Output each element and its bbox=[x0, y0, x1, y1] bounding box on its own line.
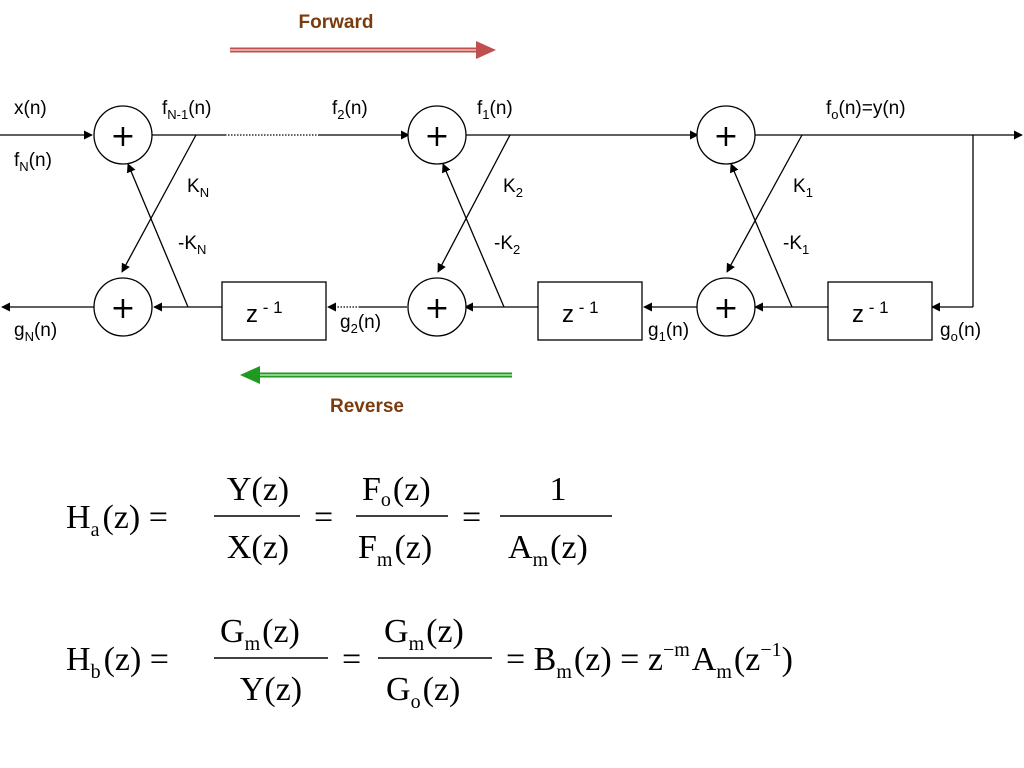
plus-icon: + bbox=[713, 119, 738, 154]
reverse-label: Reverse bbox=[330, 396, 404, 417]
signal-g-o: go(n) bbox=[940, 320, 981, 344]
plus-icon: + bbox=[110, 119, 135, 154]
forward-label: Forward bbox=[299, 12, 374, 33]
coef-minus-k-n: -KN bbox=[178, 233, 206, 257]
adder-top-n: + bbox=[93, 105, 153, 165]
hb-fraction2-numerator: Gm(z) bbox=[384, 613, 464, 655]
coef-k-n: KN bbox=[187, 176, 209, 200]
adder-top-1: + bbox=[696, 105, 756, 165]
adder-bottom-n: + bbox=[93, 277, 153, 337]
coef-minus-k-2: -K2 bbox=[494, 233, 520, 257]
hb-fraction1-denominator: Y(z) bbox=[240, 671, 302, 708]
plus-icon: + bbox=[110, 291, 135, 326]
ha-equals-2: = bbox=[462, 499, 481, 536]
plus-icon: + bbox=[424, 291, 449, 326]
signal-g-n: gN(n) bbox=[14, 320, 57, 344]
signal-g-2: g2(n) bbox=[340, 312, 381, 336]
signal-g-1: g1(n) bbox=[648, 320, 689, 344]
plus-icon: + bbox=[713, 291, 738, 326]
hb-lhs: Hb(z) = bbox=[66, 641, 169, 683]
coef-k-2: K2 bbox=[503, 176, 523, 200]
ha-fraction1-numerator: Y(z) bbox=[227, 471, 289, 508]
hb-fraction2-denominator: Go(z) bbox=[386, 671, 460, 713]
svg-text:z - 1: z - 1 bbox=[562, 298, 599, 328]
signal-x-input: x(n) bbox=[14, 98, 47, 119]
cross-coupling-lines bbox=[121, 134, 803, 308]
ha-fraction3-denominator: Am(z) bbox=[508, 529, 588, 571]
signal-f-o-output: fo(n)=y(n) bbox=[826, 98, 906, 122]
forward-arrow-icon bbox=[230, 41, 496, 59]
ha-lhs: Ha(z) = bbox=[66, 499, 168, 541]
equation-ha: Ha(z) = Y(z) X(z) = Fo(z) Fm(z) = 1 Am(z… bbox=[66, 471, 612, 571]
delay-block-1: z - 1 bbox=[827, 281, 933, 341]
hb-rhs: = Bm(z) = z−mAm(z−1) bbox=[506, 639, 793, 683]
plus-icon: + bbox=[424, 119, 449, 154]
ha-fraction2-numerator: Fo(z) bbox=[362, 471, 431, 511]
reverse-arrow-icon bbox=[240, 366, 512, 384]
svg-text:z - 1: z - 1 bbox=[246, 298, 283, 328]
adder-bottom-2: + bbox=[407, 277, 467, 337]
ha-fraction2-denominator: Fm(z) bbox=[358, 529, 432, 571]
delay-block-n: z - 1 bbox=[221, 281, 327, 341]
ha-fraction3-numerator: 1 bbox=[550, 471, 567, 508]
coef-minus-k-1: -K1 bbox=[783, 233, 809, 257]
adder-top-2: + bbox=[407, 105, 467, 165]
coef-k-1: K1 bbox=[793, 176, 813, 200]
forward-path bbox=[0, 130, 1023, 312]
delay-block-2: z - 1 bbox=[537, 281, 643, 341]
ha-equals-1: = bbox=[314, 499, 333, 536]
signal-f-n: fN(n) bbox=[14, 150, 52, 174]
ha-fraction1-denominator: X(z) bbox=[227, 529, 289, 566]
signal-f-1: f1(n) bbox=[477, 98, 513, 122]
hb-fraction1-numerator: Gm(z) bbox=[220, 613, 300, 655]
adder-bottom-1: + bbox=[696, 277, 756, 337]
signal-f-n-1: fN-1(n) bbox=[162, 98, 211, 122]
signal-f-2: f2(n) bbox=[332, 98, 368, 122]
equation-hb: Hb(z) = Gm(z) Y(z) = Gm(z) Go(z) = Bm(z)… bbox=[66, 613, 793, 713]
hb-equals-1: = bbox=[342, 641, 361, 678]
svg-text:z - 1: z - 1 bbox=[852, 298, 889, 328]
